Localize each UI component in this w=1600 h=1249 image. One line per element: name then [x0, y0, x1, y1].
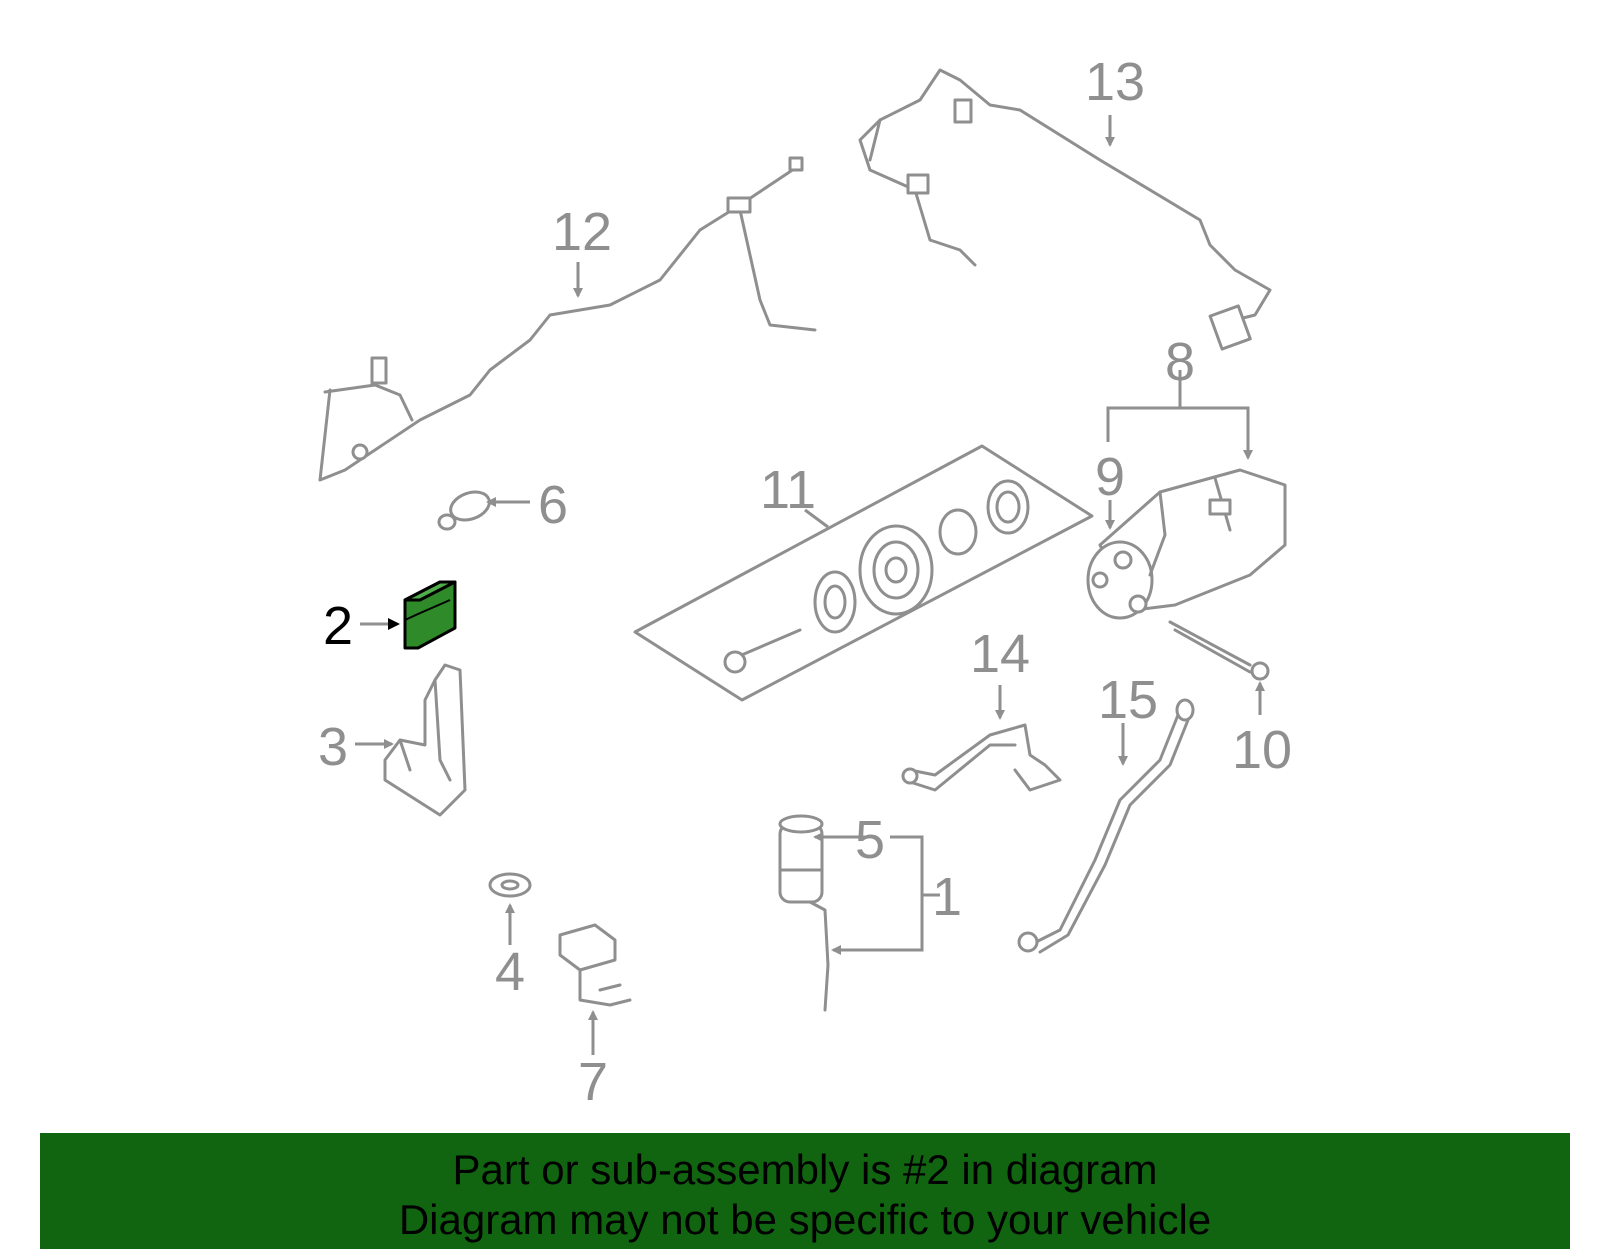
callout-leaders [355, 115, 1265, 1055]
part-8-compressor[interactable] [1086, 468, 1287, 620]
part-5-receiver-drier[interactable] [778, 814, 830, 1012]
callout-12: 12 [552, 202, 612, 262]
part-4-washer[interactable] [488, 872, 532, 898]
part-3-bracket[interactable] [383, 663, 467, 817]
callout-7: 7 [578, 1052, 608, 1112]
callout-numbers: 13 12 8 9 11 6 2 14 15 3 10 5 1 4 7 [318, 52, 1292, 1112]
info-banner: Part or sub-assembly is #2 in diagram Di… [40, 1133, 1570, 1249]
part-10-bolt[interactable] [1168, 620, 1270, 681]
part-7-sensor[interactable] [558, 923, 632, 1007]
callout-9: 9 [1095, 447, 1125, 507]
part-13-suction-line[interactable] [858, 68, 1272, 351]
callout-11: 11 [760, 460, 816, 520]
callout-14: 14 [970, 624, 1030, 684]
callout-3: 3 [318, 717, 348, 777]
part-14-hose[interactable] [901, 723, 1062, 792]
part-15-hose[interactable] [1017, 698, 1195, 954]
banner-line-1: Part or sub-assembly is #2 in diagram [452, 1146, 1158, 1193]
callout-10: 10 [1232, 720, 1292, 780]
part-6-pressure-switch[interactable] [437, 487, 493, 531]
callout-6: 6 [538, 475, 568, 535]
callout-4: 4 [495, 942, 525, 1002]
callout-2: 2 [323, 596, 353, 656]
banner-line-2: Diagram may not be specific to your vehi… [398, 1196, 1212, 1243]
callout-15: 15 [1098, 670, 1158, 730]
part-11-clutch-kit[interactable] [633, 444, 1094, 702]
callout-5: 5 [855, 810, 885, 870]
callout-13: 13 [1085, 52, 1145, 112]
callout-8: 8 [1165, 332, 1195, 392]
callout-1: 1 [932, 867, 962, 927]
part-12-liquid-line[interactable] [318, 156, 817, 482]
part-2-highlighted[interactable] [403, 580, 457, 650]
